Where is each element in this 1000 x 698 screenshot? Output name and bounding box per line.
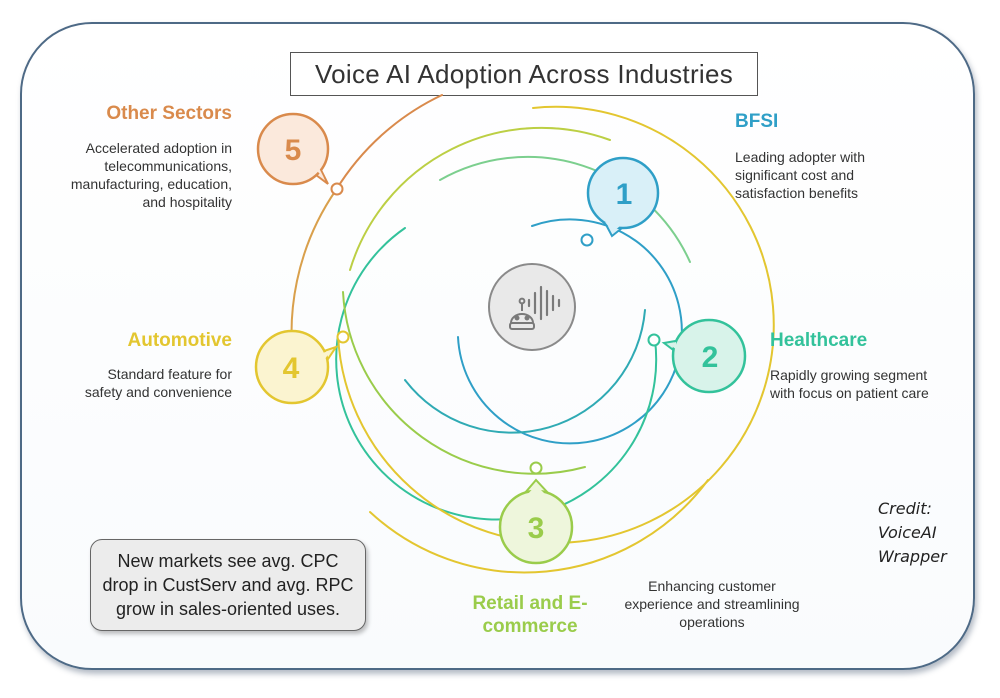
arc-orange bbox=[335, 94, 443, 191]
stage-number-4: 4 bbox=[283, 352, 300, 385]
page-title: Voice AI Adoption Across Industries bbox=[290, 52, 758, 96]
arc-teal-green bbox=[439, 155, 691, 263]
credit: Credit: VoiceAI Wrapper bbox=[878, 497, 947, 569]
stage-badge-5: 5 bbox=[256, 112, 330, 186]
arc-green-yellow bbox=[349, 126, 611, 271]
stage-badge-1: 1 bbox=[586, 156, 660, 238]
stage-description-1: Leading adopter with significant cost an… bbox=[735, 149, 865, 201]
joint-dot-blue bbox=[580, 233, 594, 247]
arc-teal bbox=[335, 227, 658, 521]
joint-dot-yellow bbox=[336, 330, 350, 344]
stage-number-5: 5 bbox=[285, 134, 302, 167]
note-text: New markets see avg. CPC drop in CustSer… bbox=[102, 551, 354, 619]
stage-heading-2: Healthcare bbox=[770, 330, 868, 351]
credit-line-3: Wrapper bbox=[878, 547, 947, 566]
stage-number-3: 3 bbox=[528, 512, 545, 545]
stage-heading-5: Other Sectors bbox=[106, 103, 232, 124]
voice-robot-icon bbox=[488, 263, 576, 351]
stage-heading-4: Automotive bbox=[127, 330, 233, 351]
arc-yellow bbox=[337, 105, 775, 544]
credit-line-2: VoiceAI bbox=[878, 523, 937, 542]
credit-line-1: Credit: bbox=[878, 499, 932, 518]
joint-dot-orange bbox=[330, 182, 344, 196]
joint-dot-green bbox=[529, 461, 543, 475]
note-box: New markets see avg. CPC drop in CustSer… bbox=[90, 539, 366, 631]
stage-description-3: Enhancing customer experience and stream… bbox=[624, 578, 800, 630]
stage-badge-3: 3 bbox=[498, 478, 574, 565]
arc-blue-mid bbox=[404, 309, 646, 434]
arc-yellow-outer bbox=[369, 479, 709, 574]
stage-number-2: 2 bbox=[702, 341, 719, 374]
stage-description-2: Rapidly growing segment with focus on pa… bbox=[770, 367, 929, 401]
stage-badge-4: 4 bbox=[254, 329, 339, 405]
stage-description-5: Accelerated adoption in telecommunicatio… bbox=[70, 140, 232, 210]
joint-dot-teal bbox=[647, 333, 661, 347]
stage-badge-2: 2 bbox=[661, 318, 747, 394]
stage-heading-1: BFSI bbox=[735, 111, 779, 132]
stage-number-1: 1 bbox=[616, 178, 633, 211]
stage-heading-3: Retail and E- commerce bbox=[472, 593, 588, 637]
stage-description-4: Standard feature for safety and convenie… bbox=[84, 366, 232, 400]
